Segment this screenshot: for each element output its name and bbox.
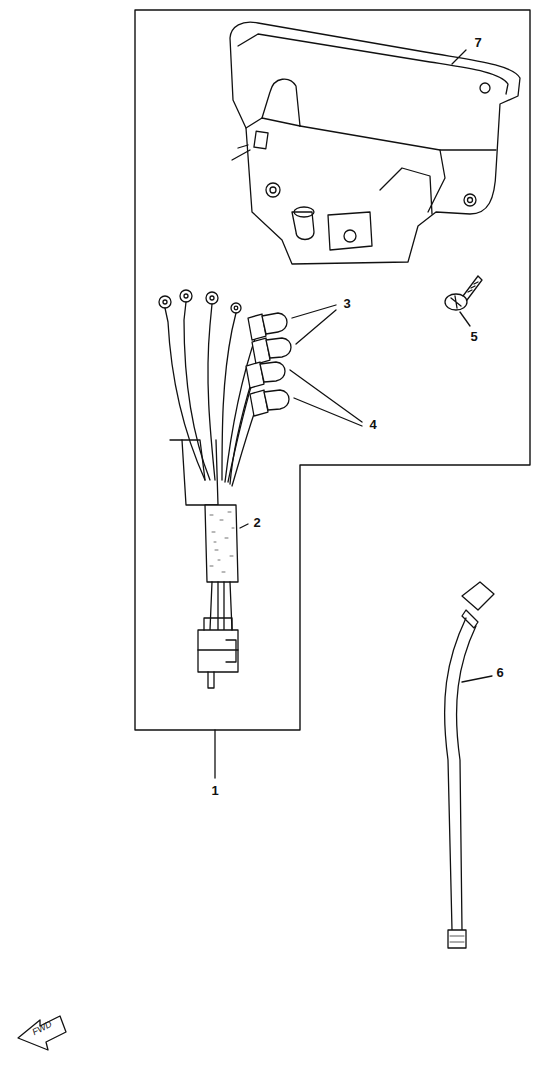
leader-line <box>240 524 248 528</box>
leader-line <box>214 730 215 778</box>
leader-line <box>462 676 492 682</box>
forward-arrow <box>18 1016 66 1050</box>
direction-label: FWD <box>31 1020 53 1038</box>
callout-number: 7 <box>474 36 481 49</box>
bulb-sockets <box>246 313 291 416</box>
group-frame <box>135 10 530 730</box>
screw <box>445 276 482 310</box>
leader-line <box>452 50 466 64</box>
callout-number: 4 <box>369 418 376 431</box>
leader-line <box>460 312 470 326</box>
callout-number: 1 <box>211 784 218 797</box>
meter-housing <box>230 22 520 264</box>
wire-harness <box>159 290 262 688</box>
leader-line <box>294 398 362 426</box>
leader-line <box>290 370 362 422</box>
cable <box>445 582 494 948</box>
callout-number: 5 <box>470 330 477 343</box>
callout-number: 2 <box>253 516 260 529</box>
callout-number: 6 <box>496 666 503 679</box>
leader-line <box>296 310 336 344</box>
callout-number: 3 <box>343 297 350 310</box>
